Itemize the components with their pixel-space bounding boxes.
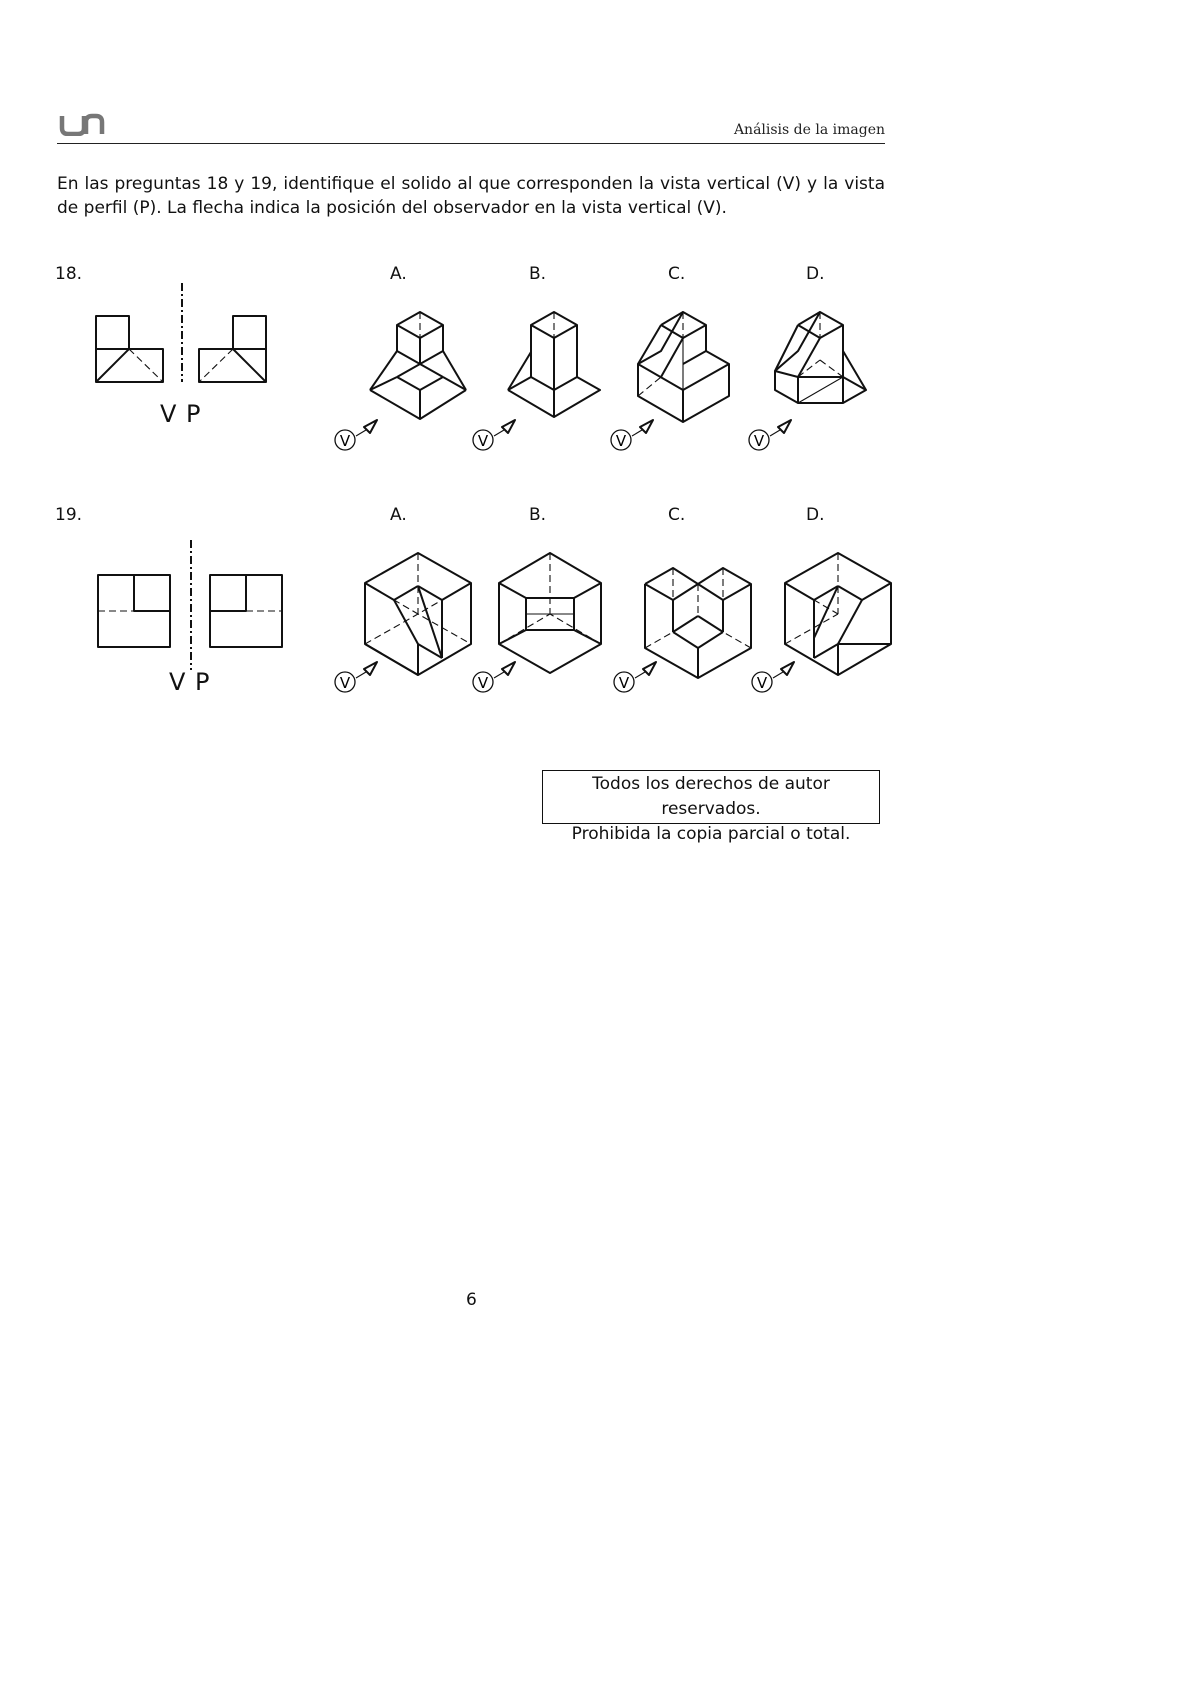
svg-text:V: V [340,432,351,450]
question-18-option-a-solid [369,311,467,420]
question-18-option-b-label: B. [529,264,547,284]
question-18-option-c-observer-icon: V [610,419,654,451]
question-18-view-label-p: P [186,400,201,428]
instructions-text: En las preguntas 18 y 19, identifique el… [57,174,885,218]
un-logo-icon [59,113,105,136]
copyright-notice: Todos los derechos de autor reservados. … [542,770,880,844]
copyright-line-1: Todos los derechos de autor reservados. [592,774,830,819]
question-19-option-c-observer-icon: V [613,661,657,693]
question-18-option-c-solid [637,311,730,423]
question-18-option-c-label: C. [668,264,686,284]
question-18-option-b-observer-icon: V [472,419,516,451]
question-19-option-b-observer-icon: V [472,661,516,693]
question-19-option-d-label: D. [806,505,825,525]
question-18-option-d-observer-icon: V [748,419,792,451]
question-19-option-d-solid [784,552,892,676]
question-19-orthographic-views [97,540,283,670]
svg-text:V: V [616,432,627,450]
question-19-option-c-solid [644,567,752,679]
question-19-option-a-label: A. [390,505,407,525]
question-18-option-d-solid [774,311,867,404]
svg-text:V: V [478,674,489,692]
copyright-line-2: Prohibida la copia parcial o total. [571,824,851,844]
svg-text:V: V [340,674,351,692]
header-rule [57,143,885,144]
question-19-option-b-label: B. [529,505,547,525]
question-19-view-label-v: V [169,668,186,696]
question-19-option-b-solid [498,552,602,674]
question-18-view-label-v: V [160,400,177,428]
question-18-orthographic-views [95,283,267,383]
question-number-18: 18. [55,264,83,284]
question-18-option-d-label: D. [806,264,825,284]
svg-text:V: V [757,674,768,692]
question-19-option-d-observer-icon: V [751,661,795,693]
question-18-option-a-observer-icon: V [334,419,378,451]
svg-text:V: V [619,674,630,692]
svg-text:V: V [478,432,489,450]
header-title: Análisis de la imagen [733,122,885,138]
svg-text:V: V [754,432,765,450]
question-19-option-a-observer-icon: V [334,661,378,693]
question-number-19: 19. [55,505,83,525]
question-18-option-b-solid [507,311,601,418]
page-number: 6 [466,1290,477,1310]
question-19-option-c-label: C. [668,505,686,525]
question-18-option-a-label: A. [390,264,407,284]
question-19-option-a-solid [364,552,472,676]
question-19-view-label-p: P [195,668,210,696]
